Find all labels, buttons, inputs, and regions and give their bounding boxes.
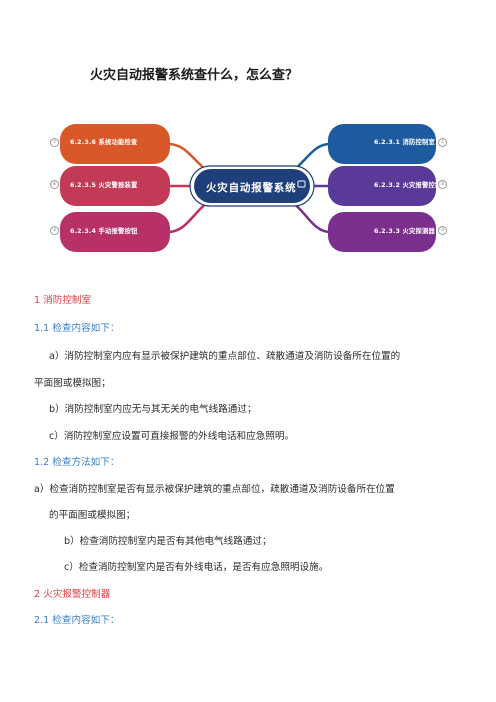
node-right-bottom: [328, 212, 436, 252]
node-label-right-top: 6.2.3.1 消防控制室: [374, 139, 435, 146]
node-label-left-top: 6.2.3.6 系统功能检查: [70, 139, 138, 146]
badge-right-mid: ②: [438, 180, 447, 189]
badge-left-bottom: ⑤: [50, 226, 59, 235]
node-left-mid: [60, 166, 170, 206]
paragraph-1-2-c: c）检查消防控制室内是否有外线电话，是否有应急照明设施。: [64, 562, 329, 573]
badge-left-top: ⑦: [50, 138, 59, 147]
center-node-label: 火灾自动报警系统: [206, 182, 297, 194]
section-1-1-heading: 1.1 检查内容如下：: [34, 323, 120, 334]
node-left-bottom: [60, 212, 170, 252]
paragraph-1-2-b: b）检查消防控制室内是否有其他电气线路通过；: [64, 536, 272, 547]
paragraph-1-2-a-line-1: a）检查消防控制室是否有显示被保护建筑的重点部位，疏散通道及消防设备所在位置: [34, 484, 395, 495]
badge-right-bottom: ③: [438, 226, 447, 235]
section-1-heading: 1 消防控制室: [34, 295, 92, 306]
paragraph-1-1-b: b）消防控制室内应无与其无关的电气线路通过；: [49, 404, 257, 415]
document-title: 火灾自动报警系统查什么，怎么查？: [90, 68, 299, 83]
node-label-left-mid: 6.2.3.5 火灾警报装置: [70, 182, 138, 189]
node-label-right-bottom: 6.2.3.3 火灾探测器: [374, 228, 435, 235]
paragraph-1-2-a-line-2: 的平面图或模拟图；: [49, 510, 136, 521]
node-left-top: [60, 124, 170, 164]
node-right-mid: [328, 166, 436, 206]
section-1-2-heading: 1.2 检查方法如下：: [34, 457, 120, 468]
paragraph-1-1-c: c）消防控制室应设置可直接报警的外线电话和应急照明。: [49, 431, 295, 442]
badge-right-top: ①: [438, 138, 447, 147]
paragraph-1-1-a-line-2: 平面图或模拟图；: [34, 378, 111, 389]
badge-left-mid: ⑥: [50, 180, 59, 189]
section-2-heading: 2 火灾报警控制器: [34, 589, 111, 600]
note-icon: [297, 180, 306, 188]
section-2-1-heading: 2.1 检查内容如下：: [34, 615, 120, 626]
mind-map-graphics: [60, 124, 436, 252]
node-label-right-mid: 6.2.3.2 火灾报警控制器: [374, 182, 448, 189]
mind-map: 火灾自动报警系统 6.2.3.6 系统功能检查 6.2.3.5 火灾警报装置 6…: [30, 108, 466, 258]
paragraph-1-1-a-line-1: a）消防控制室内应有显示被保护建筑的重点部位、疏散通道及消防设备所在位置的: [49, 351, 401, 362]
center-node: [194, 169, 310, 203]
node-right-top: [328, 124, 436, 164]
node-label-left-bottom: 6.2.3.4 手动报警按钮: [70, 228, 138, 235]
